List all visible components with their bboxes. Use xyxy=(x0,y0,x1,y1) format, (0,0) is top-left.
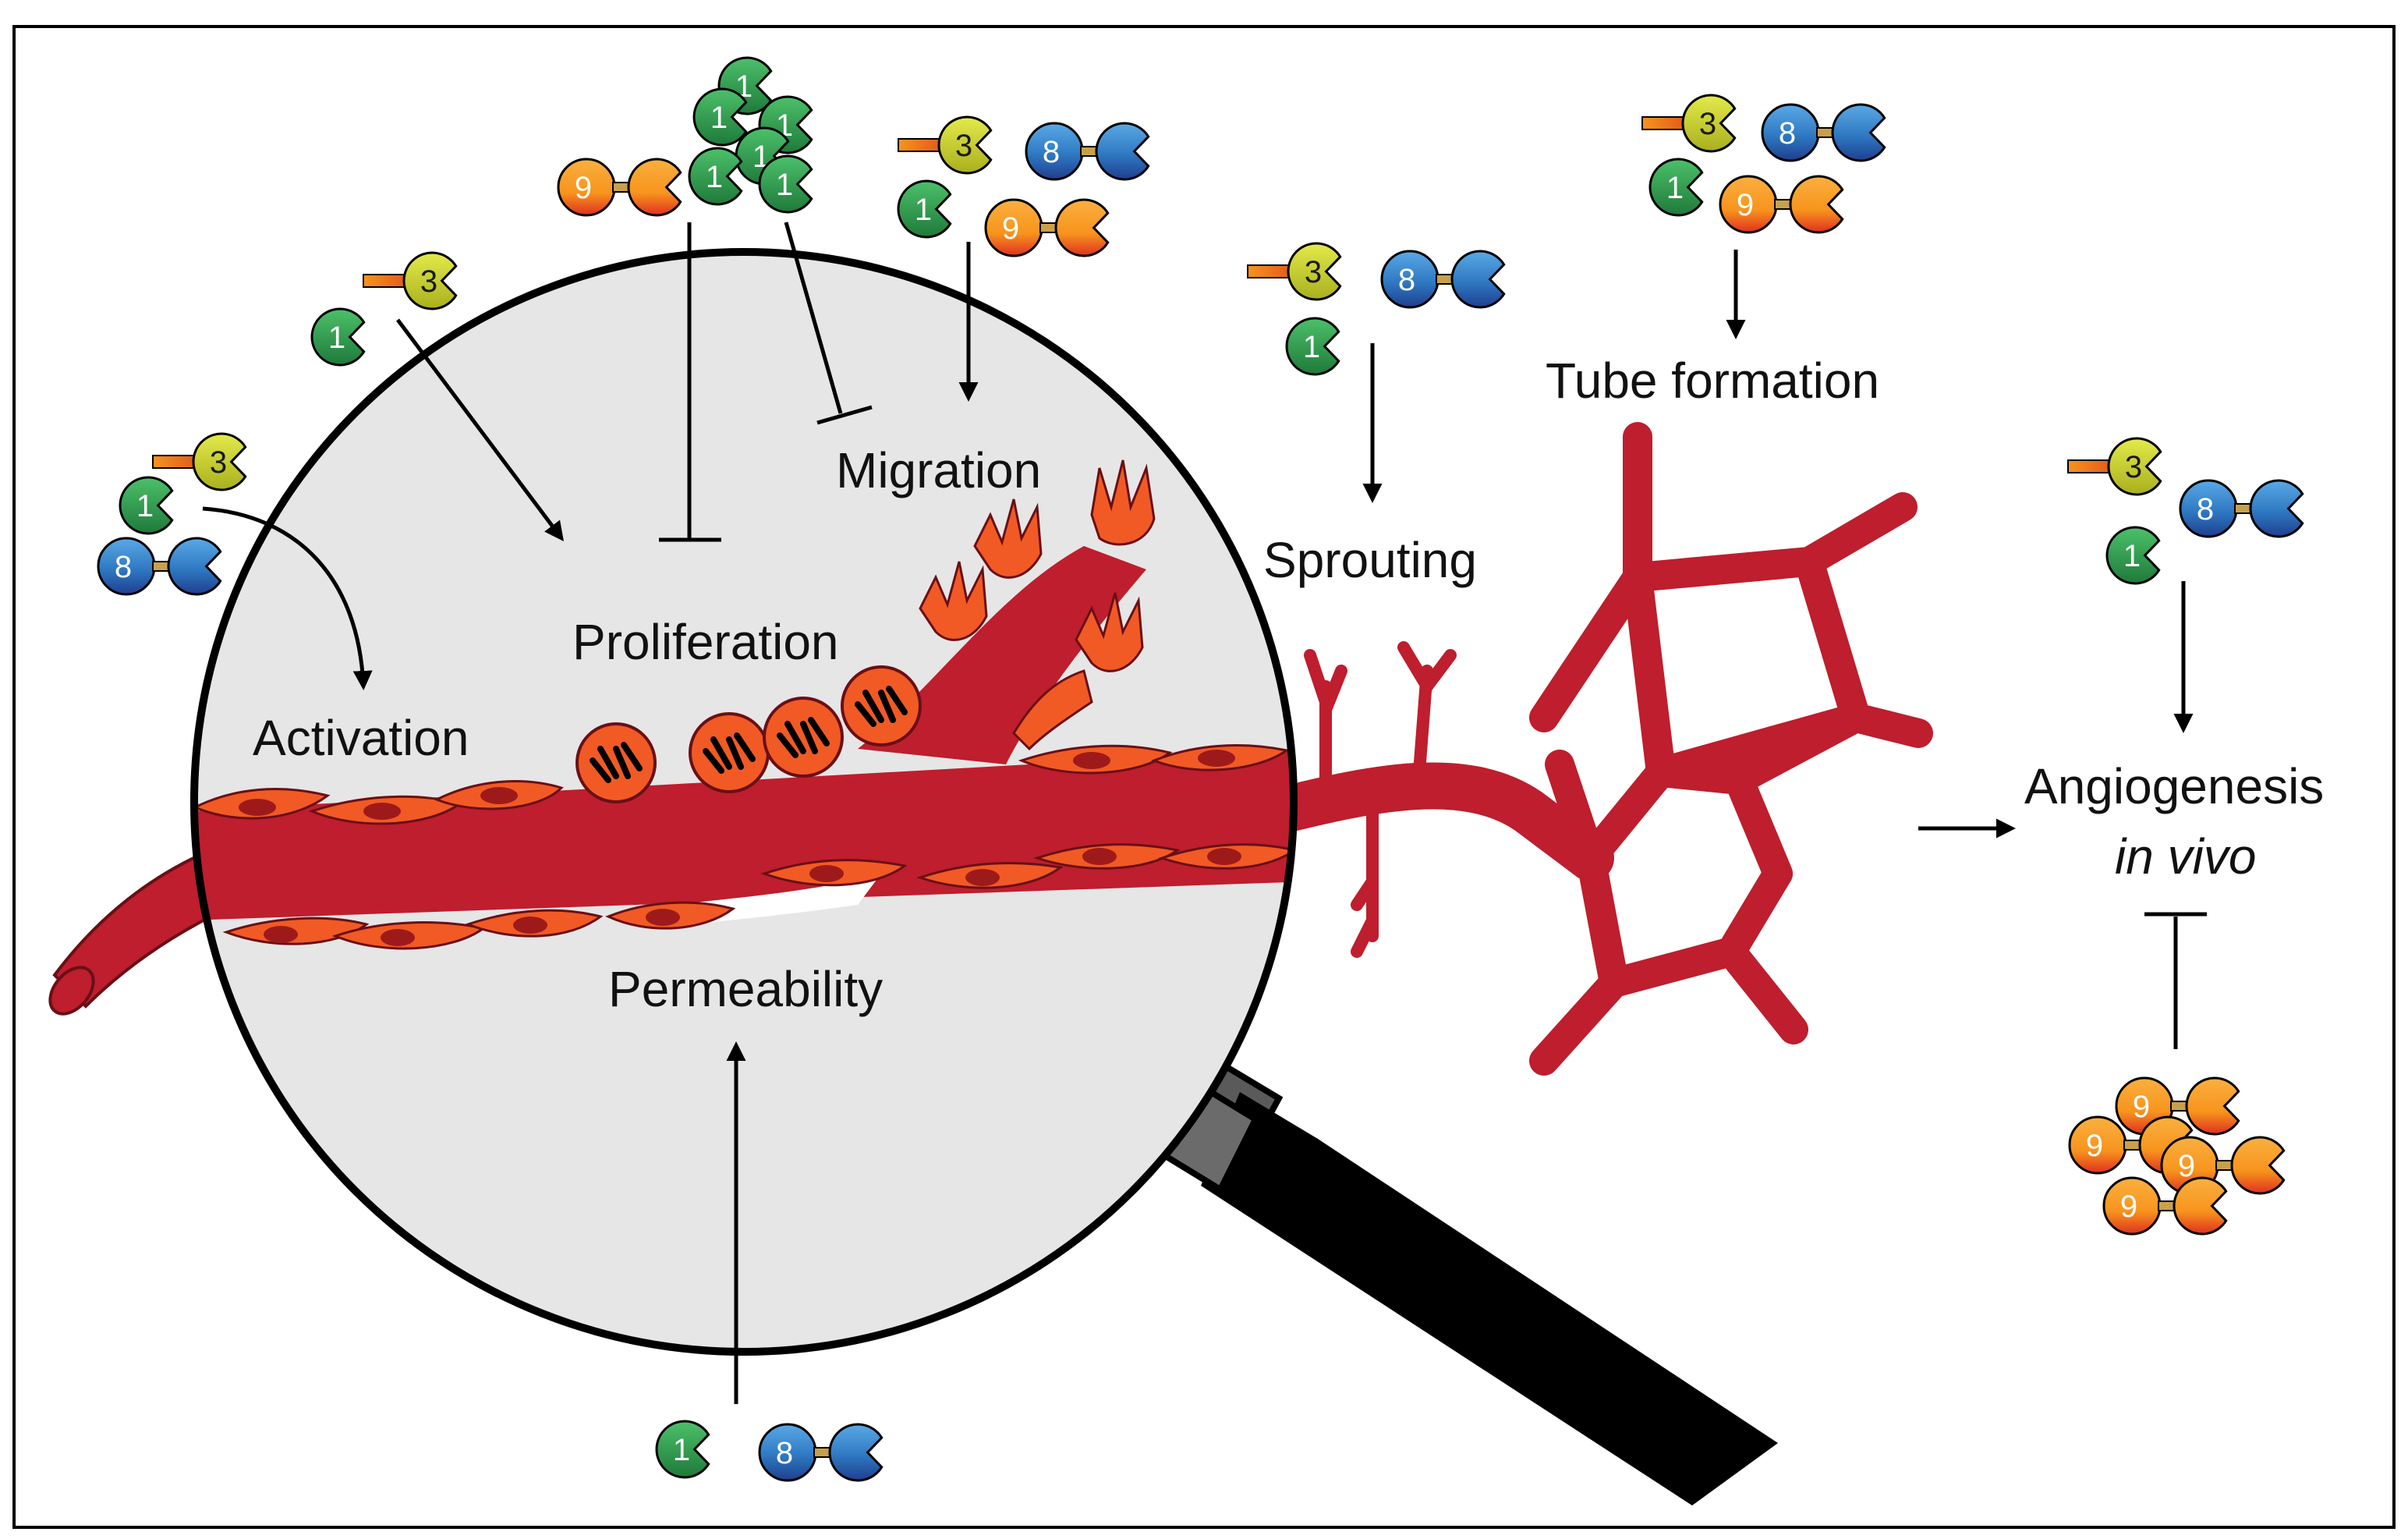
molecule-1: 1 xyxy=(1285,317,1340,376)
label-sprouting: Sprouting xyxy=(1263,532,1477,588)
molecule-8: 8 xyxy=(758,1423,884,1482)
molecule-3: 3 xyxy=(2067,437,2162,496)
label-permeability: Permeability xyxy=(608,961,883,1017)
molecule-8: 8 xyxy=(2179,479,2304,538)
molecule-1: 1 xyxy=(692,87,748,147)
molecule-1: 1 xyxy=(688,147,743,206)
molecule-number: 1 xyxy=(706,160,723,194)
endothelial-cells-top xyxy=(194,744,1290,825)
molecule-number: 1 xyxy=(915,193,932,227)
molecule-1: 1 xyxy=(897,179,952,239)
molecule-8: 8 xyxy=(1761,103,1886,162)
process-labels: Activation Proliferation Migration Perme… xyxy=(253,353,2324,1017)
molecule-3: 3 xyxy=(898,115,993,175)
molecule-1: 1 xyxy=(655,1420,710,1479)
molecule-number: 8 xyxy=(1779,116,1796,151)
molecule-number: 9 xyxy=(2178,1149,2195,1183)
vessel-inside-lens xyxy=(194,459,1294,950)
molecule-1: 1 xyxy=(2105,526,2161,585)
label-proliferation: Proliferation xyxy=(572,614,839,670)
label-activation: Activation xyxy=(253,710,469,766)
molecule-8: 8 xyxy=(1380,250,1506,309)
arrow-proliferation xyxy=(396,318,564,541)
molecule-number: 1 xyxy=(1666,171,1684,205)
molecule-8: 8 xyxy=(1025,122,1150,181)
molecule-1: 1 xyxy=(758,154,813,214)
molecule-number: 3 xyxy=(2125,450,2142,484)
figure-frame xyxy=(12,25,2396,1529)
molecule-number: 8 xyxy=(2197,492,2214,527)
molecule-number: 9 xyxy=(1002,211,1019,246)
molecule-9: 9 xyxy=(1719,175,1844,234)
label-in-vivo: in vivo xyxy=(2115,828,2256,885)
molecule-1: 1 xyxy=(119,476,174,535)
molecule-9: 9 xyxy=(2102,1176,2228,1236)
molecule-number: 3 xyxy=(1699,107,1716,141)
label-tube-formation: Tube formation xyxy=(1546,353,1879,409)
molecule-3: 3 xyxy=(363,251,458,310)
vessel-left-outside xyxy=(48,848,221,1016)
molecule-number: 9 xyxy=(2086,1129,2103,1163)
molecule-8: 8 xyxy=(97,537,222,596)
molecule-number: 1 xyxy=(776,168,793,202)
molecule-number: 9 xyxy=(575,171,592,205)
molecule-3: 3 xyxy=(152,432,247,491)
molecule-number: 8 xyxy=(115,550,132,584)
molecule-number: 9 xyxy=(2133,1090,2150,1124)
molecule-number: 3 xyxy=(1305,255,1322,289)
molecule-3: 3 xyxy=(1641,94,1737,153)
molecule-9: 9 xyxy=(557,158,682,217)
molecule-number: 1 xyxy=(136,489,154,523)
molecule-number: 1 xyxy=(2123,539,2141,573)
magnifier-rim xyxy=(190,248,1298,1356)
molecule-1: 1 xyxy=(1648,158,1704,217)
molecule-number: 1 xyxy=(673,1433,690,1467)
inhibitor-proliferation xyxy=(659,222,721,542)
tip-cells xyxy=(919,459,1156,672)
label-angiogenesis: Angiogenesis xyxy=(2024,758,2324,814)
arrows xyxy=(202,222,2207,1404)
vessel-right-network xyxy=(1255,422,1933,1076)
molecule-number: 1 xyxy=(328,321,345,355)
magnifier-handle xyxy=(1146,1056,1778,1505)
molecule-number: 3 xyxy=(955,129,972,163)
dividing-cells xyxy=(575,665,922,803)
inhibitor-angiogenesis xyxy=(2144,912,2207,1049)
molecule-9: 9 xyxy=(984,198,1110,257)
molecule-number: 8 xyxy=(776,1436,793,1470)
molecule-number: 3 xyxy=(420,264,437,299)
molecule-number: 8 xyxy=(1043,135,1060,169)
nuclei-top xyxy=(239,750,1235,820)
molecule-number: 9 xyxy=(2120,1190,2137,1224)
molecule-number: 8 xyxy=(1398,263,1415,297)
molecule-number: 3 xyxy=(210,445,227,480)
molecule-3: 3 xyxy=(1247,242,1342,301)
nuclei-bottom xyxy=(264,848,1241,946)
arrow-activation xyxy=(202,506,373,690)
molecule-number: 1 xyxy=(710,101,728,135)
inhibitor-migration xyxy=(784,222,873,425)
molecule-number: 9 xyxy=(1737,188,1754,222)
label-migration: Migration xyxy=(836,442,1041,498)
molecule-1: 1 xyxy=(310,307,366,367)
molecule-number: 1 xyxy=(1303,330,1320,364)
